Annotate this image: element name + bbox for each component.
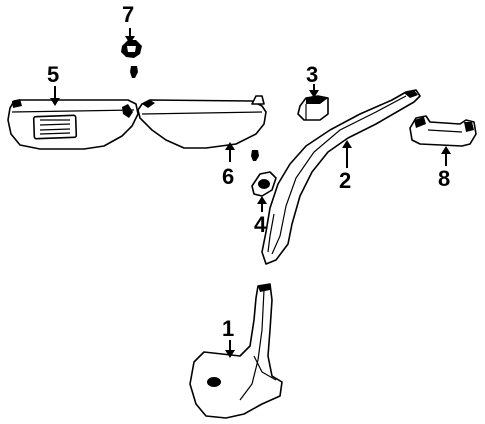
callout-1: 1 [222, 316, 234, 341]
callout-4: 4 [254, 212, 267, 237]
callout-2: 2 [339, 168, 351, 193]
grab-handle [409, 115, 477, 147]
leader-arrow-3 [309, 84, 319, 98]
leader-arrow-2 [342, 140, 352, 168]
a-pillar-trim [261, 89, 421, 265]
visor-clip [121, 40, 142, 58]
lower-pillar-trim [189, 283, 283, 419]
callout-5: 5 [47, 62, 59, 87]
callout-3: 3 [306, 62, 318, 87]
screw-upper [130, 66, 138, 78]
leader-arrow-7 [125, 28, 135, 44]
leader-arrow-5 [50, 86, 60, 106]
vanity-mirror [32, 114, 78, 140]
leader-arrow-1 [225, 340, 235, 358]
grommet [251, 171, 277, 197]
leader-arrow-4 [257, 196, 267, 212]
screw-lower [251, 150, 259, 161]
callout-7: 7 [122, 2, 134, 27]
callout-6: 6 [222, 164, 234, 189]
sun-visor-left [7, 99, 139, 150]
leader-arrow-6 [225, 142, 235, 162]
roof-clip [297, 95, 329, 121]
leader-arrow-8 [441, 146, 451, 166]
callout-8: 8 [438, 166, 450, 191]
sun-visor-right [137, 95, 267, 149]
